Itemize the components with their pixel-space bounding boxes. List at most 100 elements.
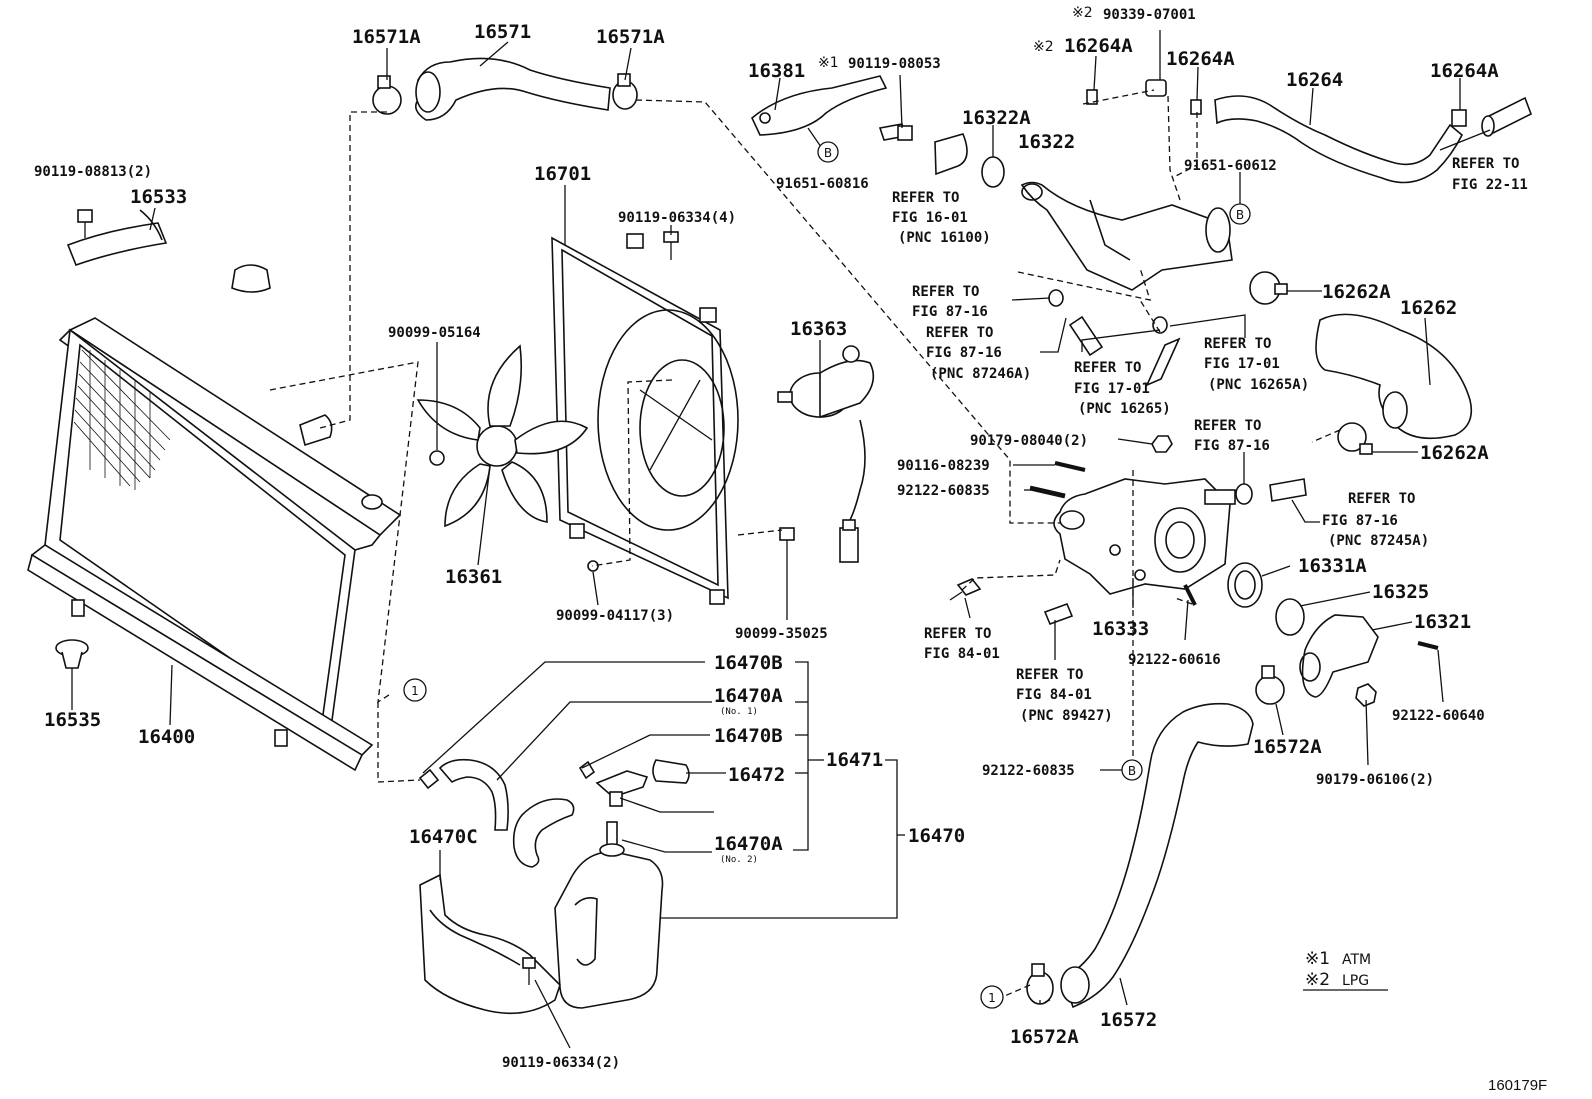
label-16572A-right: 16572A bbox=[1253, 736, 1322, 758]
label-16701: 16701 bbox=[534, 163, 591, 185]
svg-text:FIG 16-01: FIG 16-01 bbox=[892, 210, 968, 226]
bolt-90119-06334-2 bbox=[522, 957, 536, 985]
bolt-90119-06334-4 bbox=[663, 231, 679, 260]
svg-text:(PNC 89427): (PNC 89427) bbox=[1020, 708, 1113, 724]
label-16470B-mid: 16470B bbox=[714, 725, 783, 747]
svg-text:REFER TO: REFER TO bbox=[926, 325, 993, 341]
svg-text:B: B bbox=[1236, 208, 1244, 222]
label-16471: 16471 bbox=[826, 749, 883, 771]
svg-text:FIG 17-01: FIG 17-01 bbox=[1074, 381, 1150, 397]
reservoir-tank-16470 bbox=[554, 821, 664, 1009]
label-92122-60835-bottom: 92122-60835 bbox=[982, 763, 1075, 779]
svg-text:1: 1 bbox=[988, 991, 996, 1005]
clip-90099-35025 bbox=[779, 527, 795, 541]
star1-mark: ※1 bbox=[818, 55, 839, 71]
svg-text:REFER TO: REFER TO bbox=[1074, 360, 1141, 376]
label-16571A-right: 16571A bbox=[596, 26, 665, 48]
thermostat-16331A bbox=[1227, 562, 1263, 608]
svg-text:REFER TO: REFER TO bbox=[1348, 491, 1415, 507]
stud-92122-60640 bbox=[1417, 641, 1439, 650]
overflow-hose-16470B-top bbox=[418, 758, 509, 831]
fan-motor bbox=[777, 345, 875, 563]
ref-fig-87-16-d: REFER TO FIG 87-16 (PNC 87245A) bbox=[1322, 491, 1429, 549]
clamp-16264A-right bbox=[1451, 109, 1467, 127]
cooling-fan-blade bbox=[416, 344, 589, 528]
legend-value-1: ATM bbox=[1342, 952, 1371, 968]
circle-1-marker-2: 1 bbox=[980, 985, 1004, 1009]
svg-text:FIG 87-16: FIG 87-16 bbox=[926, 345, 1002, 361]
circle-b-marker-3: B bbox=[1121, 759, 1143, 781]
hose-16264 bbox=[1214, 95, 1463, 184]
sensor-84-01b bbox=[1043, 602, 1074, 626]
stud-92122-60835 bbox=[1029, 485, 1066, 499]
label-16400: 16400 bbox=[138, 726, 195, 748]
svg-text:REFER TO: REFER TO bbox=[912, 284, 979, 300]
label-16322A: 16322A bbox=[962, 107, 1031, 129]
clamp-16264A-left bbox=[1086, 89, 1098, 105]
label-90099-05164: 90099-05164 bbox=[388, 325, 481, 341]
drain-plug bbox=[55, 639, 89, 669]
label-16262: 16262 bbox=[1400, 297, 1457, 319]
label-16470: 16470 bbox=[908, 825, 965, 847]
clip-17-01a bbox=[1152, 316, 1168, 334]
tank-bracket-16470C bbox=[419, 873, 561, 1015]
hose-clamp-left bbox=[372, 75, 402, 115]
clamp-16262A-top bbox=[1249, 271, 1288, 305]
label-90119-06334-2: 90119-06334(2) bbox=[502, 1055, 620, 1071]
legend-key-2: ※2 bbox=[1305, 970, 1330, 990]
reservoir-cap-16472 bbox=[595, 770, 649, 807]
label-90179-08040: 90179-08040(2) bbox=[970, 433, 1088, 449]
svg-text:1: 1 bbox=[411, 684, 419, 698]
label-16470C: 16470C bbox=[409, 826, 478, 848]
label-90119-08813: 90119-08813(2) bbox=[34, 164, 152, 180]
fan-shroud bbox=[551, 233, 739, 605]
radiator-support-bracket bbox=[66, 209, 168, 267]
bracket-16381 bbox=[751, 75, 888, 136]
label-16572A-bottom: 16572A bbox=[1010, 1026, 1079, 1048]
dashed-guide-lines bbox=[269, 89, 1341, 999]
svg-text:(PNC 16100): (PNC 16100) bbox=[898, 230, 991, 246]
ref-fig-16-01: REFER TO FIG 16-01 (PNC 16100) bbox=[892, 190, 991, 246]
svg-text:REFER TO: REFER TO bbox=[1016, 667, 1083, 683]
hose-clamp-right bbox=[612, 73, 638, 110]
label-90179-06106: 90179-06106(2) bbox=[1316, 772, 1434, 788]
svg-text:REFER TO: REFER TO bbox=[1204, 336, 1271, 352]
nut-90179-08040 bbox=[1151, 435, 1173, 453]
hose-87-16a bbox=[1068, 315, 1104, 357]
thermostat-housing-16333 bbox=[1053, 478, 1236, 595]
star2-mark-left: ※2 bbox=[1033, 39, 1054, 55]
svg-text:(PNC 16265A): (PNC 16265A) bbox=[1208, 377, 1309, 393]
label-16472: 16472 bbox=[728, 764, 785, 786]
clamp-16572A-bottom bbox=[1026, 963, 1054, 1005]
label-92122-60640: 92122-60640 bbox=[1392, 708, 1485, 724]
star2-mark-top: ※2 bbox=[1072, 5, 1093, 21]
gasket-16325 bbox=[1275, 598, 1305, 636]
ref-fig-87-16-c: REFER TO FIG 87-16 bbox=[1194, 418, 1270, 454]
label-16264A-mid: 16264A bbox=[1166, 48, 1235, 70]
label-92122-60835-top: 92122-60835 bbox=[897, 483, 990, 499]
svg-text:(PNC 87245A): (PNC 87245A) bbox=[1328, 533, 1429, 549]
bolt-90119-08053 bbox=[878, 123, 913, 141]
ref-fig-84-01-a: REFER TO FIG 84-01 bbox=[924, 626, 1000, 662]
label-16470A-top-no: (No. 1) bbox=[720, 707, 758, 717]
circle-b-marker-2: B bbox=[1229, 203, 1251, 225]
label-90119-06334-4: 90119-06334(4) bbox=[618, 210, 736, 226]
svg-text:REFER TO: REFER TO bbox=[924, 626, 991, 642]
svg-text:B: B bbox=[1128, 764, 1136, 778]
svg-text:FIG 87-16: FIG 87-16 bbox=[1322, 513, 1398, 529]
legend-key-1: ※1 bbox=[1305, 949, 1330, 969]
svg-text:FIG 17-01: FIG 17-01 bbox=[1204, 356, 1280, 372]
stud-92122-60616 bbox=[1183, 584, 1197, 606]
clip-87-16c bbox=[1235, 483, 1253, 505]
label-16363: 16363 bbox=[790, 318, 847, 340]
clamp-16572A-right bbox=[1255, 665, 1285, 705]
label-16470A-top: 16470A bbox=[714, 685, 783, 707]
hose-87-16d bbox=[1269, 478, 1307, 502]
clip-87-16a bbox=[1048, 289, 1064, 307]
label-16321: 16321 bbox=[1414, 611, 1471, 633]
label-90119-08053: 90119-08053 bbox=[848, 56, 941, 72]
svg-text:FIG 84-01: FIG 84-01 bbox=[924, 646, 1000, 662]
label-90099-35025: 90099-35025 bbox=[735, 626, 828, 642]
label-16470A-bottom: 16470A bbox=[714, 833, 783, 855]
